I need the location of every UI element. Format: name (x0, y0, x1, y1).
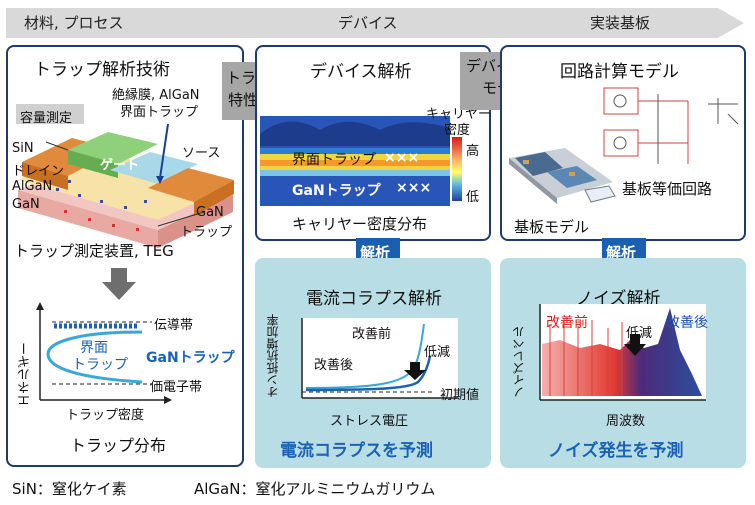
valence-band-label: 価電子帯 (150, 380, 203, 395)
collapse-reduce-label: 低減 (424, 345, 451, 360)
carrier-density-caption: キャリヤー密度分布 (292, 215, 428, 233)
equiv-circuit-label: 基板等価回路 (622, 180, 713, 198)
algan-label: AlGaN (12, 179, 53, 194)
collapse-x-axis-label: ストレス電圧 (330, 414, 409, 429)
interface-trap-a-label: 界面 (80, 340, 108, 356)
stage-materials: 材料, プロセス (24, 14, 124, 32)
device-structure-diagram (16, 104, 234, 248)
carrier-density-label-b: 密度 (444, 123, 471, 138)
density-axis-label: トラップ密度 (66, 408, 145, 423)
board-model-image (509, 148, 616, 204)
interface-trap-map-label: 界面トラップ (292, 152, 376, 168)
sin-label: SiN (12, 141, 34, 156)
stage-board: 実装基板 (590, 14, 651, 32)
gan-trap-chart-label: GaNトラップ (146, 350, 235, 366)
current-collapse-title: 電流コラプス解析 (306, 289, 442, 309)
carrier-density-label-a: キャリヤー (426, 107, 492, 122)
analysis-label-device: 解析 (360, 244, 391, 262)
equivalent-circuit-schematic (603, 87, 739, 164)
trap-analysis-title: トラップ解析技術 (34, 60, 170, 80)
gan-label: GaN (12, 197, 40, 212)
circuit-model-title: 回路計算モデル (560, 62, 679, 82)
stage-device: デバイス (338, 14, 398, 32)
noise-before-label: 改善前 (546, 315, 588, 331)
noise-conclusion: ノイズ発生を予測 (548, 441, 684, 461)
scale-high-label: 高 (466, 144, 480, 159)
collapse-initial-label: 初期値 (440, 388, 480, 403)
conduction-band-label: 伝導帯 (154, 318, 194, 333)
noise-after-label: 改善後 (666, 315, 708, 331)
drain-label: ドレイン (12, 164, 65, 179)
collapse-after-label: 改善後 (314, 358, 354, 373)
interface-trap-b-label: トラップ (72, 357, 128, 373)
down-arrow-icon (102, 268, 136, 300)
noise-spectrum-chart (539, 304, 706, 401)
noise-y-axis-label: ノイズレベル (512, 326, 526, 398)
process-flow-arrow (6, 8, 744, 38)
carrier-density-map (260, 116, 450, 206)
gate-label: ゲート (100, 158, 140, 173)
board-model-label: 基板モデル (514, 218, 590, 236)
interface-trap-marks: ××× (384, 150, 420, 166)
interface-trap-label: 界面トラップ (120, 105, 199, 120)
capacitance-label: 容量測定 (20, 111, 73, 126)
trap-property-line2: 特性 (228, 91, 259, 109)
color-scale-bar (452, 137, 462, 201)
gan-trap-map-label: GaNトラップ (292, 183, 381, 199)
collapse-y-axis-label: オン抵抗増加率 (266, 314, 280, 398)
analysis-label-board: 解析 (606, 244, 637, 262)
scale-low-label: 低 (466, 190, 480, 205)
gan-trap-label-b: トラップ (180, 225, 233, 240)
source-label: ソース (182, 146, 221, 161)
noise-x-axis-label: 周波数 (606, 414, 646, 429)
insulator-algan-label: 絶縁膜, AlGaN (112, 88, 200, 103)
collapse-chart (301, 318, 458, 399)
equipment-label: トラップ測定装置, TEG (14, 242, 174, 260)
trap-distribution-chart (36, 302, 172, 404)
circuit-model-panel (500, 45, 746, 241)
gan-trap-marks: ××× (396, 180, 432, 196)
trap-distribution-caption: トラップ分布 (70, 436, 167, 455)
noise-reduce-label: 低減 (626, 326, 653, 341)
device-analysis-title: デバイス解析 (310, 62, 412, 82)
sin-definition: SiN：窒化ケイ素 (12, 480, 127, 498)
energy-axis-label: エネルギー (18, 342, 33, 407)
collapse-conclusion: 電流コラプスを予測 (280, 441, 433, 461)
collapse-before-label: 改善前 (352, 327, 392, 342)
gan-trap-label-a: GaN (196, 205, 224, 220)
algan-definition: AlGaN：窒化アルミニウムガリウム (194, 480, 436, 498)
